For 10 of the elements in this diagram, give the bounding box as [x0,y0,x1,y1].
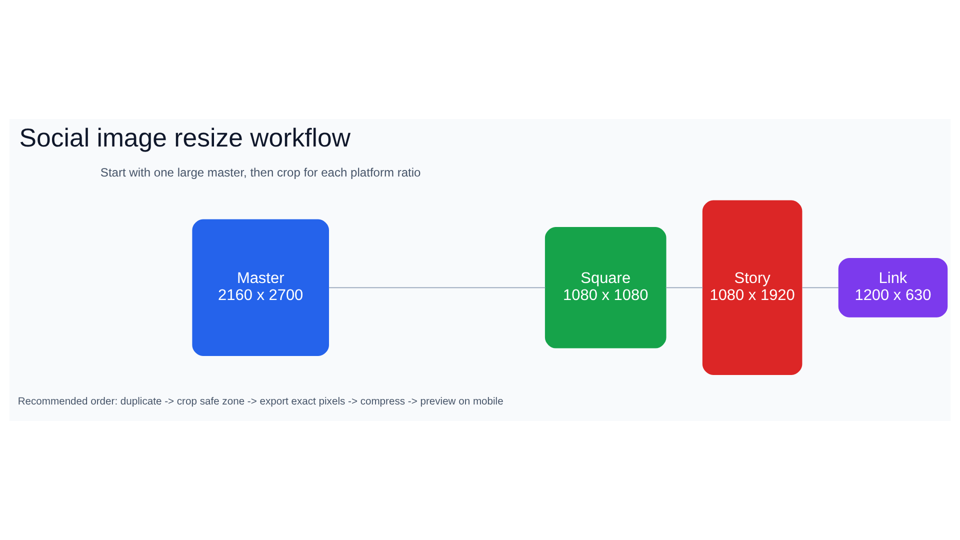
node-box: Story 1080 x 1920 [702,200,802,375]
connector [328,287,546,288]
diagram-title: Social image resize workflow [19,124,350,153]
node-box: Link 1200 x 630 [838,258,948,318]
node-box: Master 2160 x 2700 [192,219,329,356]
node-box: Square 1080 x 1080 [544,226,666,348]
connector [802,287,840,288]
label: Recommended order: duplicate -> crop safe zone -> export exact pixels -> compress -> preview on mobile [18,396,504,408]
label: Start with one large master, then crop for each platform ratio [100,165,421,180]
connector [665,287,704,288]
